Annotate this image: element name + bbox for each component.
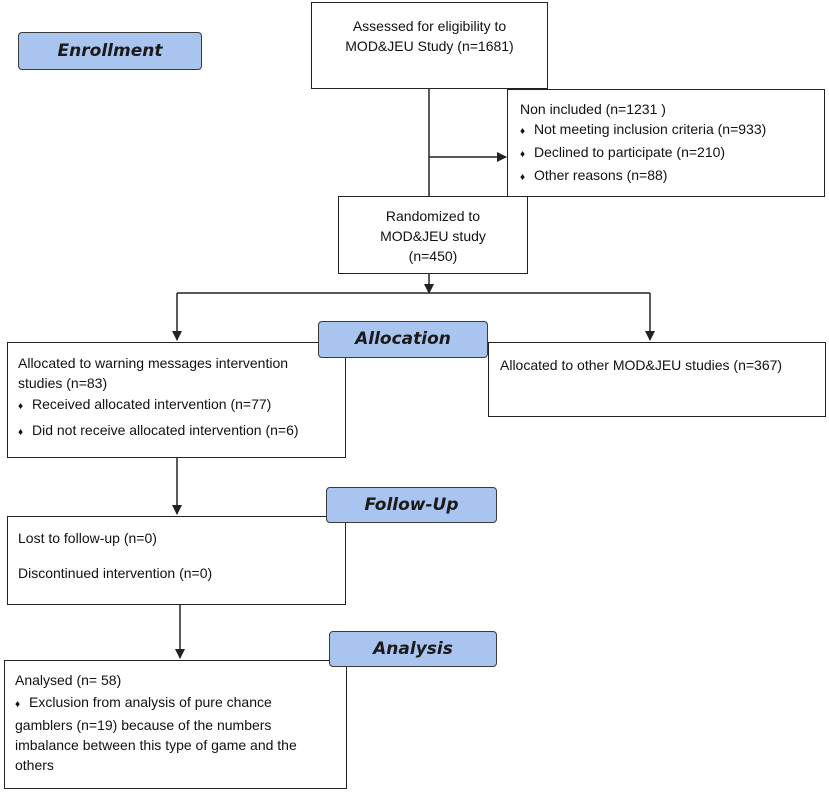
allocated-warning-item: ♦ Did not receive allocated intervention …: [18, 420, 345, 443]
analysed-title: Analysed (n= 58): [15, 672, 122, 688]
diamond-bullet-icon: ♦: [520, 172, 526, 183]
allocated-warning-item-label: Did not receive allocated intervention (…: [32, 422, 299, 438]
diamond-bullet-icon: ♦: [520, 149, 526, 160]
allocated-other-box: Allocated to other MOD&JEU studies (n=36…: [488, 342, 826, 417]
non-included-item-label: Not meeting inclusion criteria (n=933): [534, 121, 767, 137]
randomized-line-3: (n=450): [408, 248, 458, 264]
randomized-line-1: Randomized to: [385, 208, 481, 224]
stage-label-follow-up: Follow-Up: [326, 487, 497, 523]
discontinued-intervention: Discontinued intervention (n=0): [18, 565, 213, 581]
stage-label-analysis: Analysis: [329, 631, 497, 667]
diamond-bullet-icon: ♦: [18, 401, 24, 412]
assessed-line-1: Assessed for eligibility to: [352, 18, 507, 34]
allocated-warning-title-line-2: studies (n=83): [18, 375, 108, 391]
stage-label-enrollment: Enrollment: [18, 32, 202, 70]
non-included-title: Non included (n=1231 ): [520, 101, 666, 117]
allocated-warning-item-label: Received allocated intervention (n=77): [32, 396, 272, 412]
allocated-warning-title-line-1: Allocated to warning messages interventi…: [18, 355, 289, 371]
allocated-warning-item: ♦ Received allocated intervention (n=77): [18, 394, 345, 417]
lost-to-followup: Lost to follow-up (n=0): [18, 530, 157, 546]
non-included-item-label: Declined to participate (n=210): [534, 144, 726, 160]
non-included-box: Non included (n=1231 ) ♦ Not meeting incl…: [507, 89, 825, 197]
allocated-warning-box: Allocated to warning messages interventi…: [7, 342, 346, 458]
allocated-other-label: Allocated to other MOD&JEU studies (n=36…: [500, 357, 783, 373]
analysed-exclusion-line: imbalance between this type of game and …: [15, 737, 297, 753]
followup-box: Lost to follow-up (n=0) Discontinued int…: [7, 516, 346, 605]
non-included-item-label: Other reasons (n=88): [534, 167, 668, 183]
diamond-bullet-icon: ♦: [520, 126, 526, 137]
assessed-line-2: MOD&JEU Study (n=1681): [345, 38, 514, 54]
non-included-item: ♦ Not meeting inclusion criteria (n=933): [520, 119, 824, 142]
analysed-exclusion-line: gamblers (n=19) because of the numbers: [15, 717, 272, 733]
assessed-eligibility-box: Assessed for eligibility to MOD&JEU Stud…: [311, 2, 548, 89]
randomized-line-2: MOD&JEU study: [380, 228, 486, 244]
diamond-bullet-icon: ♦: [15, 699, 21, 710]
non-included-item: ♦ Declined to participate (n=210): [520, 142, 824, 165]
randomized-box: Randomized to MOD&JEU study (n=450): [338, 196, 528, 274]
analysed-exclusion-line: ♦ Exclusion from analysis of pure chance: [15, 692, 346, 715]
analysed-exclusion-line: others: [15, 757, 54, 773]
non-included-item: ♦ Other reasons (n=88): [520, 165, 824, 188]
diamond-bullet-icon: ♦: [18, 427, 24, 438]
stage-label-allocation: Allocation: [318, 321, 488, 358]
analysed-box: Analysed (n= 58) ♦ Exclusion from analysi…: [4, 660, 347, 789]
analysed-exclusion-text: Exclusion from analysis of pure chance: [29, 694, 272, 710]
